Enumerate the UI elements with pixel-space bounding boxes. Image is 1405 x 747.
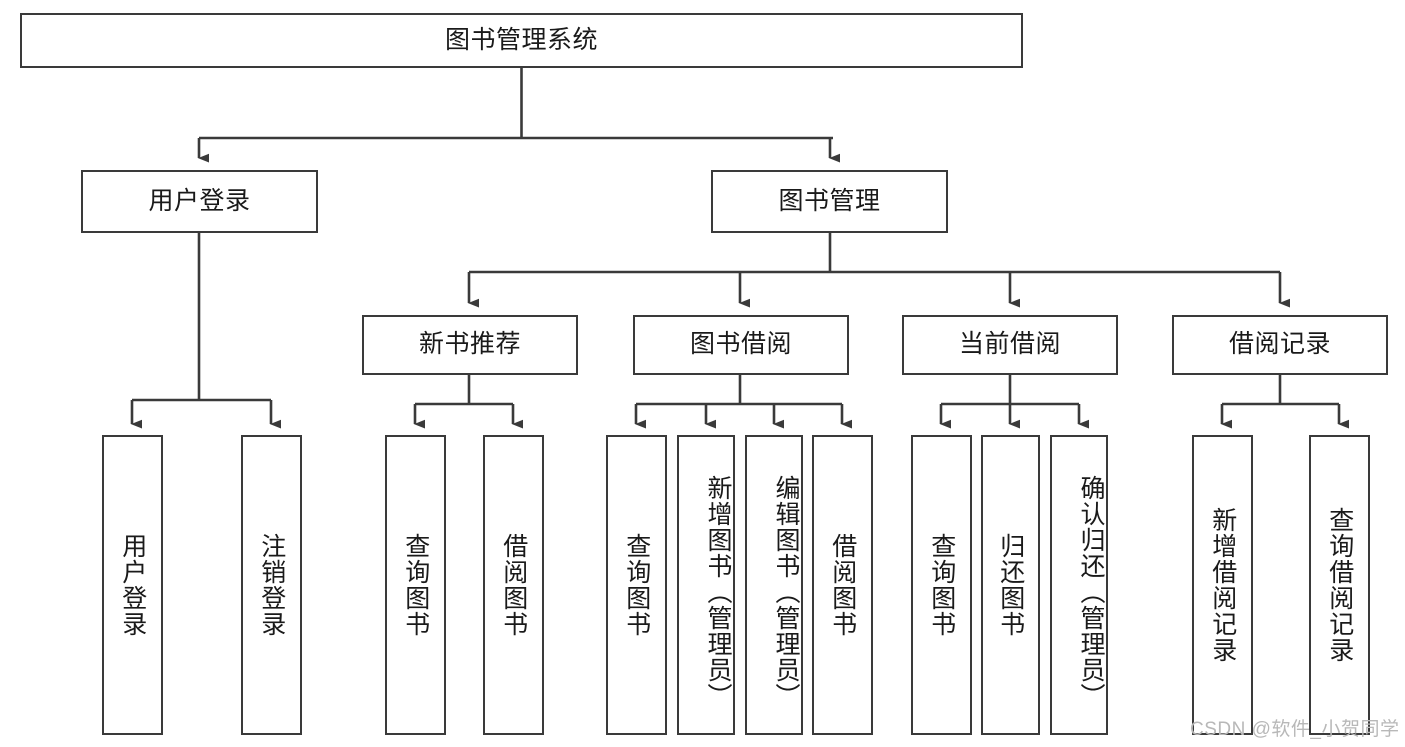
node-book-borrow-label: 图书借阅 bbox=[689, 330, 792, 359]
node-leaf-borrow-book-1-label: 借阅图书 bbox=[499, 533, 528, 637]
node-leaf-borrow-book-1[interactable]: 借阅图书 bbox=[483, 435, 544, 735]
node-borrow-record[interactable]: 借阅记录 bbox=[1172, 315, 1388, 375]
node-root-label: 图书管理系统 bbox=[444, 25, 598, 54]
node-current-borrow[interactable]: 当前借阅 bbox=[902, 315, 1118, 375]
node-leaf-return-book[interactable]: 归还图书 bbox=[981, 435, 1040, 735]
csdn-watermark: CSDN @软件_小贺同学 bbox=[1190, 719, 1400, 740]
node-new-book-recommend[interactable]: 新书推荐 bbox=[362, 315, 578, 375]
node-leaf-confirm-return-label: 确认归还（管理员） bbox=[1077, 475, 1105, 709]
node-leaf-query-book-3[interactable]: 查询图书 bbox=[911, 435, 972, 735]
node-leaf-query-book-1[interactable]: 查询图书 bbox=[385, 435, 446, 735]
node-user-login-label: 用户登录 bbox=[148, 186, 251, 215]
node-book-management-label: 图书管理 bbox=[778, 186, 881, 215]
node-leaf-add-record-label: 新增借阅记录 bbox=[1208, 507, 1237, 663]
node-leaf-query-record-label: 查询借阅记录 bbox=[1325, 507, 1354, 663]
node-leaf-query-record[interactable]: 查询借阅记录 bbox=[1309, 435, 1370, 735]
node-leaf-query-book-2-label: 查询图书 bbox=[622, 533, 651, 637]
node-leaf-logout-label: 注销登录 bbox=[257, 533, 286, 637]
node-new-book-recommend-label: 新书推荐 bbox=[418, 330, 521, 359]
node-leaf-confirm-return[interactable]: 确认归还（管理员） bbox=[1050, 435, 1108, 735]
node-leaf-add-record[interactable]: 新增借阅记录 bbox=[1192, 435, 1253, 735]
node-leaf-query-book-1-label: 查询图书 bbox=[401, 533, 430, 637]
node-leaf-edit-book-label: 编辑图书（管理员） bbox=[772, 475, 800, 709]
node-leaf-user-login-label: 用户登录 bbox=[118, 533, 147, 637]
node-root[interactable]: 图书管理系统 bbox=[20, 13, 1023, 68]
node-leaf-add-book-label: 新增图书（管理员） bbox=[704, 475, 732, 709]
node-book-management[interactable]: 图书管理 bbox=[711, 170, 948, 233]
node-leaf-borrow-book-2-label: 借阅图书 bbox=[828, 533, 857, 637]
node-leaf-user-login[interactable]: 用户登录 bbox=[102, 435, 163, 735]
node-leaf-borrow-book-2[interactable]: 借阅图书 bbox=[812, 435, 873, 735]
node-current-borrow-label: 当前借阅 bbox=[958, 330, 1061, 359]
node-user-login[interactable]: 用户登录 bbox=[81, 170, 318, 233]
node-book-borrow[interactable]: 图书借阅 bbox=[633, 315, 849, 375]
node-leaf-query-book-3-label: 查询图书 bbox=[927, 533, 956, 637]
node-leaf-query-book-2[interactable]: 查询图书 bbox=[606, 435, 667, 735]
node-leaf-logout[interactable]: 注销登录 bbox=[241, 435, 302, 735]
node-leaf-edit-book[interactable]: 编辑图书（管理员） bbox=[745, 435, 803, 735]
node-leaf-add-book[interactable]: 新增图书（管理员） bbox=[677, 435, 735, 735]
node-borrow-record-label: 借阅记录 bbox=[1228, 330, 1331, 359]
node-leaf-return-book-label: 归还图书 bbox=[996, 533, 1025, 637]
